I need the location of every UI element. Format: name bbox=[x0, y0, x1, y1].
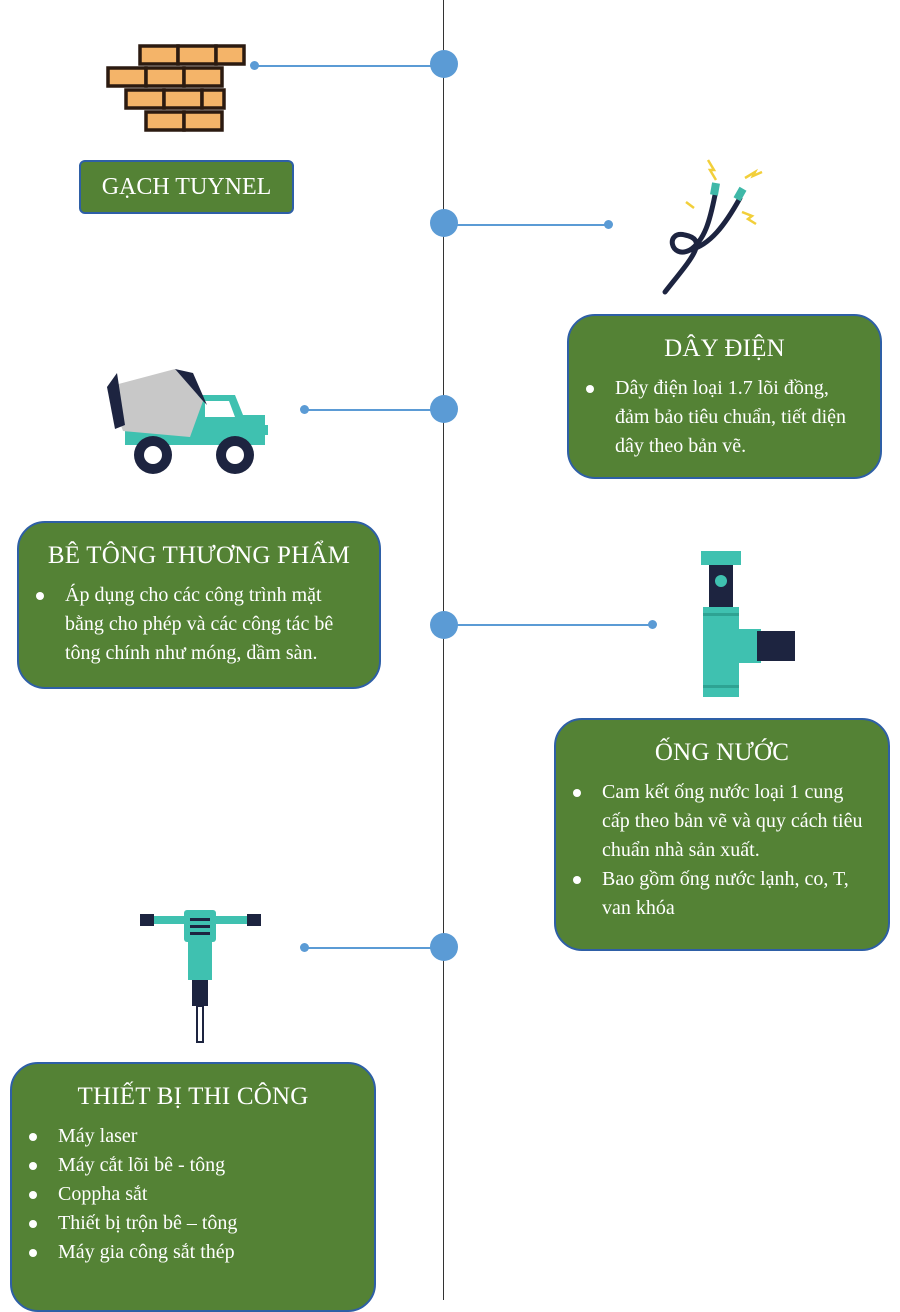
bullet-list: Máy laser Máy cắt lõi bê - tông Coppha s… bbox=[12, 1122, 374, 1267]
bullet-item: Coppha sắt bbox=[29, 1180, 358, 1209]
bullet-list: Cam kết ống nước loại 1 cung cấp theo bả… bbox=[556, 778, 888, 923]
card-gach-tuynel-title: GẠCH TUYNEL bbox=[79, 160, 294, 214]
card-title: ỐNG NƯỚC bbox=[654, 739, 790, 766]
bullet-list: Áp dụng cho các công trình mặt bằng cho … bbox=[19, 581, 379, 668]
connector-5 bbox=[308, 947, 432, 949]
electric-wire-icon bbox=[662, 159, 763, 295]
timeline-node-4 bbox=[430, 611, 458, 639]
connector-dot-1 bbox=[250, 61, 259, 70]
timeline-node-3 bbox=[430, 395, 458, 423]
jackhammer-icon bbox=[140, 910, 261, 1043]
connector-dot-4 bbox=[648, 620, 657, 629]
timeline-node-1 bbox=[430, 50, 458, 78]
connector-2 bbox=[456, 224, 608, 226]
water-pipe-icon bbox=[701, 551, 795, 697]
bullet-item: Máy gia công sắt thép bbox=[29, 1238, 358, 1267]
card-title: BÊ TÔNG THƯƠNG PHẨM bbox=[47, 542, 351, 569]
connector-dot-3 bbox=[300, 405, 309, 414]
bullet-item: Dây điện loại 1.7 lõi đồng, đảm bảo tiêu… bbox=[586, 374, 864, 461]
card-ong-nuoc: ỐNG NƯỚC Cam kết ống nước loại 1 cung cấ… bbox=[554, 718, 890, 951]
concrete-mixer-truck-icon bbox=[107, 369, 268, 474]
connector-3 bbox=[308, 409, 432, 411]
connector-1 bbox=[256, 65, 432, 67]
card-be-tong-thuong-pham: BÊ TÔNG THƯƠNG PHẨM Áp dụng cho các công… bbox=[17, 521, 381, 689]
brick-wall-icon bbox=[106, 44, 246, 132]
connector-dot-5 bbox=[300, 943, 309, 952]
bullet-item: Thiết bị trộn bê – tông bbox=[29, 1209, 358, 1238]
bullet-list: Dây điện loại 1.7 lõi đồng, đảm bảo tiêu… bbox=[569, 374, 880, 461]
bullet-item: Máy laser bbox=[29, 1122, 358, 1151]
bullet-item: Bao gồm ống nước lạnh, co, T, van khóa bbox=[573, 865, 872, 923]
bullet-item: Cam kết ống nước loại 1 cung cấp theo bả… bbox=[573, 778, 872, 865]
timeline-axis bbox=[443, 0, 444, 1300]
timeline-node-2 bbox=[430, 209, 458, 237]
card-title: DÂY ĐIỆN bbox=[664, 335, 785, 362]
card-day-dien: DÂY ĐIỆN Dây điện loại 1.7 lõi đồng, đảm… bbox=[567, 314, 882, 479]
bullet-item: Áp dụng cho các công trình mặt bằng cho … bbox=[36, 581, 363, 668]
card-thiet-bi-thi-cong: THIẾT BỊ THI CÔNG Máy laser Máy cắt lõi … bbox=[10, 1062, 376, 1312]
card-title: THIẾT BỊ THI CÔNG bbox=[77, 1083, 309, 1110]
bullet-item: Máy cắt lõi bê - tông bbox=[29, 1151, 358, 1180]
timeline-node-5 bbox=[430, 933, 458, 961]
connector-4 bbox=[456, 624, 652, 626]
connector-dot-2 bbox=[604, 220, 613, 229]
